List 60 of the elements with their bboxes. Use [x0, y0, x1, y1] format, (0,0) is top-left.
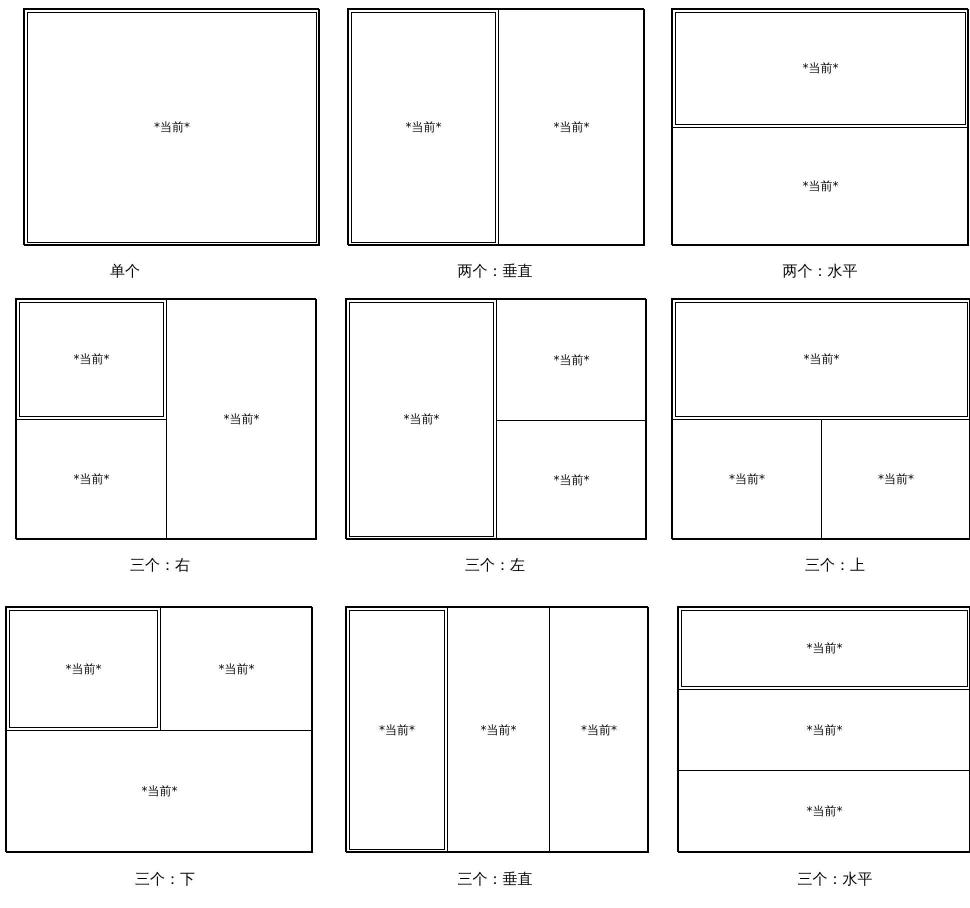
layout-frame [671, 298, 970, 539]
pane-label: *当前* [729, 471, 765, 488]
viewport-pane [678, 770, 970, 853]
active-viewport-pane [6, 607, 161, 731]
active-viewport-pane [346, 299, 497, 540]
viewport-pane [672, 419, 822, 540]
pane-label: *当前* [404, 411, 440, 428]
layout-caption: 三个：右 [130, 556, 190, 575]
pane-label: *当前* [74, 471, 110, 488]
viewport-pane [496, 299, 647, 421]
pane-label: *当前* [480, 722, 516, 738]
layout-caption: 三个：水平 [798, 870, 872, 889]
pane-label: *当前* [804, 351, 840, 368]
pane-label: *当前* [581, 722, 617, 738]
pane-label: *当前* [218, 660, 254, 678]
viewport-pane [672, 127, 969, 246]
layout-caption: 三个：上 [805, 556, 865, 575]
pane-label: *当前* [878, 471, 914, 488]
pane-label: *当前* [406, 119, 442, 136]
active-viewport-pane [678, 607, 970, 690]
pane-label: *当前* [806, 640, 842, 657]
layout-caption: 两个：垂直 [458, 262, 532, 281]
layout-frame [347, 8, 644, 245]
viewport-pane [498, 9, 645, 246]
pane-label: *当前* [554, 352, 590, 368]
pane-label: *当前* [806, 803, 842, 820]
viewport-pane [6, 730, 313, 853]
viewport-pane [549, 607, 649, 853]
layout-caption: 三个：左 [465, 556, 525, 575]
layout-caption: 单个 [110, 262, 140, 281]
pane-label: *当前* [74, 351, 110, 368]
pane-label: *当前* [66, 660, 102, 678]
layout-frame [345, 298, 646, 539]
active-viewport-pane [672, 299, 970, 420]
viewport-pane [16, 419, 167, 540]
viewport-pane [160, 607, 313, 731]
pane-label: *当前* [806, 722, 842, 738]
pane-label: *当前* [554, 472, 590, 488]
active-viewport-pane [672, 9, 969, 128]
layout-frame [5, 606, 312, 852]
active-viewport-pane [348, 9, 499, 246]
viewport-pane [166, 299, 317, 540]
viewport-pane [496, 420, 647, 540]
pane-label: *当前* [142, 783, 178, 800]
layout-frame [345, 606, 648, 852]
layout-frame [15, 298, 316, 539]
layout-frame [671, 8, 968, 245]
layout-caption: 三个：下 [135, 870, 195, 889]
active-viewport-pane [346, 607, 448, 853]
pane-label: *当前* [802, 178, 838, 195]
layout-frame [677, 606, 970, 852]
layout-caption: 三个：垂直 [458, 870, 532, 889]
pane-label: *当前* [154, 119, 190, 136]
pane-label: *当前* [802, 60, 838, 77]
viewport-pane [447, 607, 550, 853]
pane-label: *当前* [224, 411, 260, 428]
layout-caption: 两个：水平 [782, 262, 858, 281]
pane-label: *当前* [554, 119, 590, 136]
pane-label: *当前* [379, 722, 415, 738]
active-viewport-pane [16, 299, 167, 420]
